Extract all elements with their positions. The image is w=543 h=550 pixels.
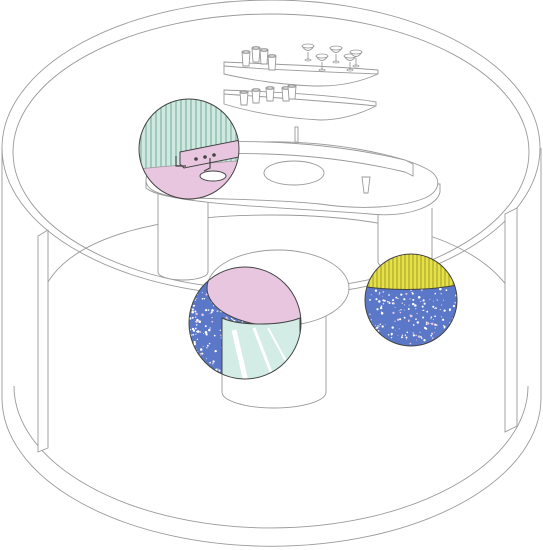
detail-pipe [203, 158, 211, 172]
shelf-top [223, 61, 379, 87]
glass [267, 54, 277, 71]
detail-circle-terrazzo-right [364, 253, 458, 347]
glasses-top-shelf [241, 43, 363, 72]
wall-panel-left [37, 229, 49, 453]
glass [251, 88, 261, 104]
glass [329, 45, 343, 64]
glass [259, 48, 269, 65]
detail-rail [175, 156, 186, 167]
room-bottom-outer [1, 397, 542, 547]
outlet-dot [194, 157, 198, 161]
glass [301, 43, 315, 62]
room-bottom-inner [13, 385, 529, 529]
glass [315, 53, 329, 72]
floor-ellipse [39, 214, 517, 301]
glass [343, 53, 357, 72]
faucet [294, 126, 299, 143]
glass [239, 90, 249, 106]
glass [349, 49, 363, 68]
glasses-lower-shelf [239, 84, 297, 106]
glass [241, 50, 251, 67]
upper-shelves [223, 43, 379, 121]
counter-glass [361, 176, 371, 194]
glass [287, 84, 297, 100]
outlet-dots [194, 153, 216, 161]
glass [265, 86, 275, 102]
glass [251, 46, 261, 63]
wall-panel-right [504, 207, 518, 433]
counter-leg-left [157, 192, 209, 281]
outlet-dot [212, 153, 216, 157]
pink-backsplash [179, 139, 239, 169]
detail-sink [199, 170, 227, 182]
outlet-dot [203, 155, 207, 159]
counter-sink [263, 160, 325, 186]
